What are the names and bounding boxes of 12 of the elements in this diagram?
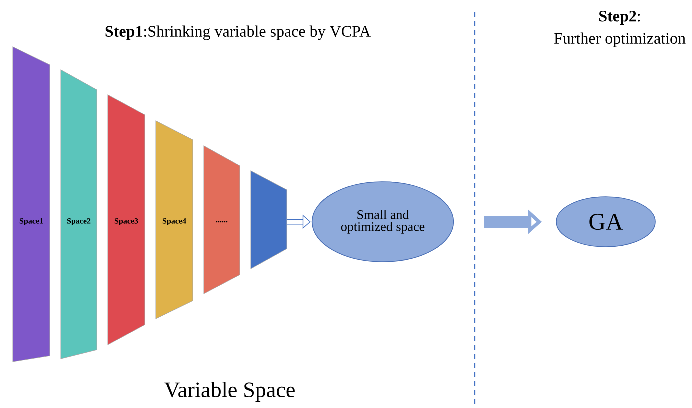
trapezoid-panel: Space2 — [60, 70, 98, 360]
trapezoid-panel: ...... — [204, 146, 240, 294]
heading: Further optimization — [554, 32, 686, 48]
heading: Step2: — [600, 11, 640, 25]
trapezoid-panel: Space4 — [156, 120, 194, 320]
heading: Step1:Shrinking variable space by VCPA — [106, 26, 371, 40]
axis-caption: Variable Space — [164, 382, 295, 402]
trapezoid-panel: Space3 — [108, 94, 146, 346]
trapezoid-panel: Space1 — [12, 46, 50, 362]
trapezoid-panel — [250, 170, 288, 270]
ellipse-node: GA — [556, 196, 656, 248]
ellipse-node: Small and optimized space — [312, 182, 454, 262]
